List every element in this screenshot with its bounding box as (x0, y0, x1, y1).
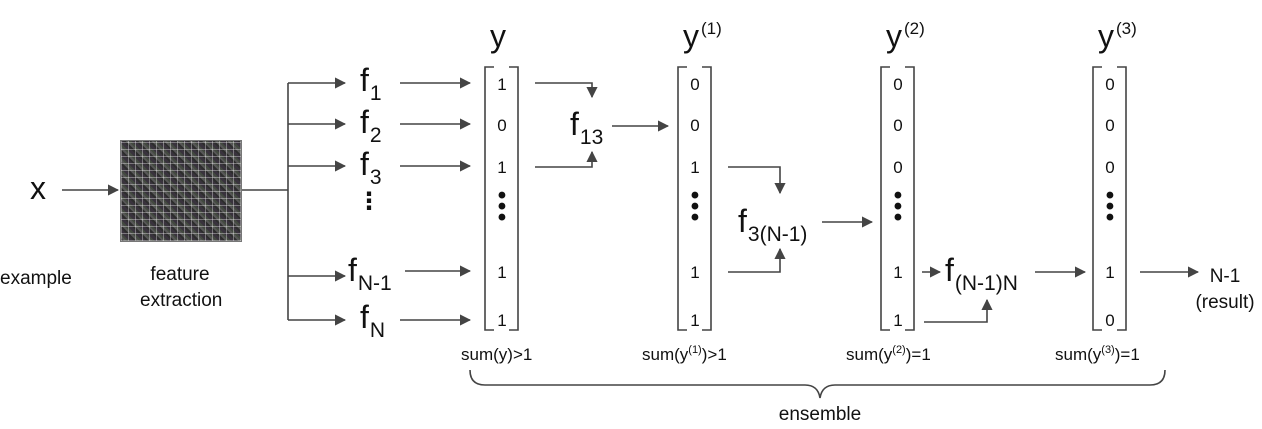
vector-y1-cell: 1 (690, 158, 700, 177)
arrow-y2-row5-to-fN1N (924, 298, 993, 323)
bracket-y1-right (702, 66, 712, 331)
classifier-fN1N: f(N-1)N (945, 252, 1018, 294)
vector-y-title: y (490, 18, 506, 54)
vector-y1-sum: sum(y(1))>1 (642, 344, 727, 364)
vector-y3-sum: sum(y(3))=1 (1055, 344, 1140, 364)
bracket-y2-left (880, 66, 890, 331)
vector-y3-cell: 1 (1105, 263, 1115, 282)
classifier-fN-sub: N (369, 319, 386, 342)
bracket-y-right (509, 66, 519, 331)
feature-map-image (120, 140, 242, 242)
vector-y-cell: 1 (497, 75, 507, 94)
arrow-y1-row3-to-f3N1 (728, 166, 786, 195)
vector-y3-ellipsis: ••• (1105, 182, 1115, 231)
arrow-y-row3-to-f13 (535, 150, 598, 168)
vector-y1-cell: 0 (690, 75, 700, 94)
vector-y-cell: 1 (497, 158, 507, 177)
vector-y1-ellipsis: ••• (690, 182, 700, 231)
vector-y3-cell: 0 (1105, 158, 1115, 177)
ensemble-label: ensemble (778, 404, 862, 425)
vector-y2-cell: 1 (893, 311, 903, 330)
classifier-fN1N-sub: (N-1)N (954, 272, 1018, 295)
vector-y-ellipsis: ••• (497, 182, 507, 231)
classifier-fN-base: f (360, 299, 369, 335)
classifier-f3N1: f3(N-1) (738, 203, 807, 245)
classifier-f3N1-base: f (738, 203, 747, 239)
classifier-f3N1-sub: 3(N-1) (747, 223, 808, 246)
vector-y3-title: y(3) (1098, 18, 1137, 54)
classifier-f2-sub: 2 (369, 124, 382, 147)
vector-y3-cell: 0 (1105, 75, 1115, 94)
classifier-f13-base: f (570, 106, 579, 142)
classifier-f3-base: f (360, 146, 369, 182)
vector-y3-cell: 0 (1105, 311, 1115, 330)
vector-y1-cell: 1 (690, 263, 700, 282)
vector-y2-title: y(2) (886, 18, 925, 54)
input-symbol: x (30, 170, 46, 206)
classifier-f13: f13 (570, 106, 603, 148)
bracket-y1-left (677, 66, 687, 331)
classifier-fN1-sub: N-1 (357, 272, 392, 295)
vector-y-cell: 1 (497, 311, 507, 330)
vector-y2-cell: 0 (893, 116, 903, 135)
classifier-fN1: fN-1 (348, 252, 392, 294)
feature-caption-line2: extraction (140, 289, 223, 311)
feature-caption-line1: feature (150, 264, 210, 285)
classifier-f1: f1 (360, 62, 382, 104)
bracket-y2-right (905, 66, 915, 331)
vector-y-cell: 1 (497, 263, 507, 282)
vector-y2-ellipsis: ••• (893, 182, 903, 231)
classifier-f1-sub: 1 (369, 82, 382, 105)
vector-y1-cell: 0 (690, 116, 700, 135)
classifier-f13-sub: 13 (579, 126, 604, 149)
result-label: (result) (1195, 291, 1255, 313)
vector-y2-cell: 1 (893, 263, 903, 282)
classifier-f3-sub: 3 (369, 166, 382, 189)
classifier-fN1N-base: f (945, 252, 954, 288)
result-value: N-1 (1209, 266, 1241, 287)
arrow-y1-row4-to-f3N1 (728, 247, 786, 273)
ensemble-brace (469, 369, 1166, 399)
vector-y3-cell: 0 (1105, 116, 1115, 135)
classifier-f2: f2 (360, 104, 382, 146)
vector-y-sum: sum(y)>1 (461, 345, 533, 364)
classifier-f2-base: f (360, 104, 369, 140)
vector-y2-cell: 0 (893, 158, 903, 177)
classifier-ellipsis: ⋮ (357, 188, 381, 215)
classifier-f1-base: f (360, 62, 369, 98)
bracket-y3-left (1092, 66, 1102, 331)
classifier-fN1-base: f (348, 252, 357, 288)
vector-y1-title: y(1) (683, 18, 722, 54)
bracket-y-left (484, 66, 494, 331)
vector-y-cell: 0 (497, 116, 507, 135)
feature-caption: feature extraction (140, 262, 223, 313)
classifier-fN: fN (360, 299, 385, 341)
arrow-y-row1-to-f13 (535, 82, 598, 99)
result-block: N-1 (result) (1188, 264, 1262, 315)
bracket-y3-right (1117, 66, 1127, 331)
classifier-f3: f3 (360, 146, 382, 188)
vector-y1-cell: 1 (690, 311, 700, 330)
input-caption: example (0, 268, 72, 289)
vector-y2-sum: sum(y(2))=1 (846, 344, 931, 364)
vector-y2-cell: 0 (893, 75, 903, 94)
